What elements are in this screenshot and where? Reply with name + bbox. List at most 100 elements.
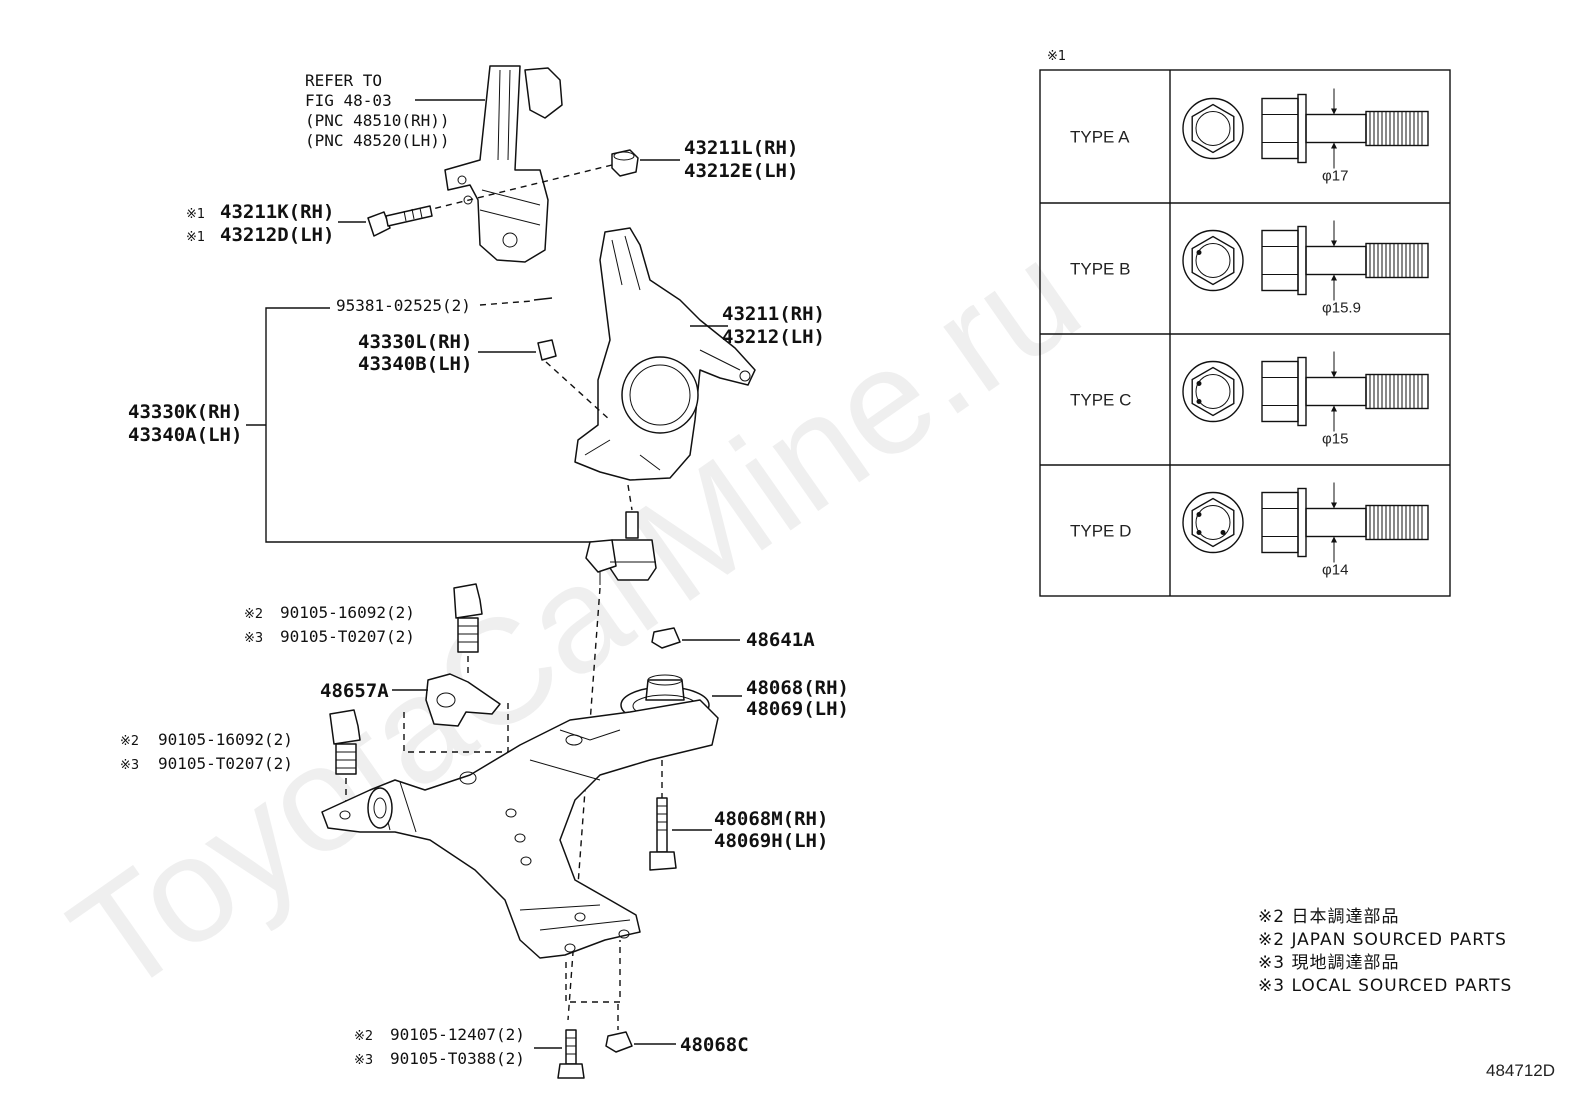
label-43212D: 43212D(LH) (220, 224, 334, 246)
bolt-43211K (367, 205, 433, 237)
note-2: ※2 JAPAN SOURCED PARTS (1258, 930, 1507, 950)
refer-line4: (PNC 48520(LH)) (305, 131, 450, 150)
steering-knuckle (574, 227, 756, 481)
type-row: TYPE D φ14 (1070, 482, 1429, 579)
identification-dot (1196, 399, 1202, 404)
identification-dot (1196, 250, 1202, 255)
label-43212E: 43212E(LH) (684, 160, 798, 182)
mark-bolt1-3: ※3 (244, 631, 263, 646)
stopper-48657A (425, 673, 501, 727)
dimension-arrow (1331, 274, 1337, 281)
stud-shank (1305, 245, 1367, 276)
label-bolt3-b: 90105-T0388(2) (390, 1049, 525, 1068)
lower-control-arm (321, 699, 719, 959)
refer-line2: FIG 48-03 (305, 91, 392, 110)
type-name: TYPE B (1070, 260, 1130, 279)
stud-shank (1305, 507, 1367, 538)
dimension-arrow (1331, 142, 1337, 149)
refer-line3: (PNC 48510(RH)) (305, 111, 450, 130)
stud-head (1261, 491, 1299, 554)
stud-shank (1305, 113, 1367, 144)
label-48068M: 48068M(RH) (714, 808, 828, 830)
mark-bolt1-2: ※2 (244, 607, 263, 622)
bolt-90105-16092-lower (329, 709, 361, 775)
strut-assembly (444, 65, 563, 263)
note-1: ※2 日本調達部品 (1258, 907, 1399, 927)
stud-flange (1297, 93, 1307, 164)
nut-face-hex (1191, 497, 1235, 548)
nut-43211L (611, 149, 639, 177)
label-bolt2-a: 90105-16092(2) (158, 730, 293, 749)
label-43211L: 43211L(RH) (684, 137, 798, 159)
nut-face-outer (1182, 229, 1244, 292)
nut-48641A (651, 627, 681, 649)
mark-bolt2-3: ※3 (120, 758, 139, 773)
type-name: TYPE A (1070, 128, 1130, 147)
label-bolt1-b: 90105-T0207(2) (280, 627, 415, 646)
stud-head (1261, 360, 1299, 423)
type-name: TYPE D (1070, 522, 1131, 541)
label-43212: 43212(LH) (722, 326, 825, 348)
nut-48068C (605, 1031, 633, 1053)
label-48069H: 48069H(LH) (714, 830, 828, 852)
identification-dot (1196, 512, 1202, 517)
label-48641A: 48641A (746, 629, 815, 651)
nut-face-inner (1195, 374, 1231, 409)
type-table (1039, 69, 1451, 597)
nut-face-outer (1182, 360, 1244, 423)
stud-diameter: φ14 (1322, 562, 1348, 579)
stud-knurl (1365, 110, 1429, 147)
label-bolt1-a: 90105-16092(2) (280, 603, 415, 622)
label-43211: 43211(RH) (722, 303, 825, 325)
nut-face-inner (1195, 505, 1231, 540)
ball-joint (585, 511, 657, 585)
dimension-arrow (1331, 502, 1337, 509)
mark-43211K: ※1 (186, 207, 205, 222)
mark-bolt2-2: ※2 (120, 734, 139, 749)
figure-code: 484712D (1486, 1061, 1555, 1080)
type-row: TYPE C φ15 (1070, 351, 1429, 448)
stud-flange (1297, 225, 1307, 296)
dimension-arrow (1331, 371, 1337, 378)
stud-knurl (1365, 242, 1429, 279)
dimension-arrow (1331, 108, 1337, 115)
stud-flange (1297, 356, 1307, 427)
label-48068C: 48068C (680, 1034, 749, 1056)
nut-face-hex (1191, 103, 1235, 154)
stud-head (1261, 229, 1299, 292)
type-row: TYPE A φ17 (1070, 88, 1429, 185)
nut-face-inner (1195, 111, 1231, 146)
mark-bolt3-3: ※3 (354, 1053, 373, 1068)
dimension-arrow (1331, 536, 1337, 543)
stud-knurl (1365, 504, 1429, 541)
label-43330K: 43330K(RH) (128, 401, 242, 423)
mark-bolt3-2: ※2 (354, 1029, 373, 1044)
bolt-90105-16092-upper (453, 583, 483, 653)
bolt-48068M (649, 797, 677, 871)
type-name: TYPE C (1070, 391, 1131, 410)
note-4: ※3 LOCAL SOURCED PARTS (1258, 976, 1512, 996)
label-48068RH: 48068(RH) (746, 677, 849, 699)
stud-knurl (1365, 373, 1429, 410)
label-48657A: 48657A (320, 680, 389, 702)
refer-line1: REFER TO (305, 71, 382, 90)
dimension-arrow (1331, 405, 1337, 412)
label-43211K: 43211K(RH) (220, 201, 334, 223)
nut-face-outer (1182, 97, 1244, 160)
identification-dot (1196, 381, 1202, 386)
nut-face-inner (1195, 243, 1231, 278)
label-43340A: 43340A(LH) (128, 424, 242, 446)
label-48069LH: 48069(LH) (746, 698, 849, 720)
label-95381: 95381-02525(2) (336, 296, 471, 315)
stud-diameter: φ15 (1322, 431, 1348, 448)
label-bolt3-a: 90105-12407(2) (390, 1025, 525, 1044)
mark-43212D: ※1 (186, 230, 205, 245)
stud-flange (1297, 487, 1307, 558)
stud-head (1261, 97, 1299, 160)
cotter-pin (533, 297, 553, 301)
label-bolt2-b: 90105-T0207(2) (158, 754, 293, 773)
stud-diameter: φ17 (1322, 168, 1348, 185)
